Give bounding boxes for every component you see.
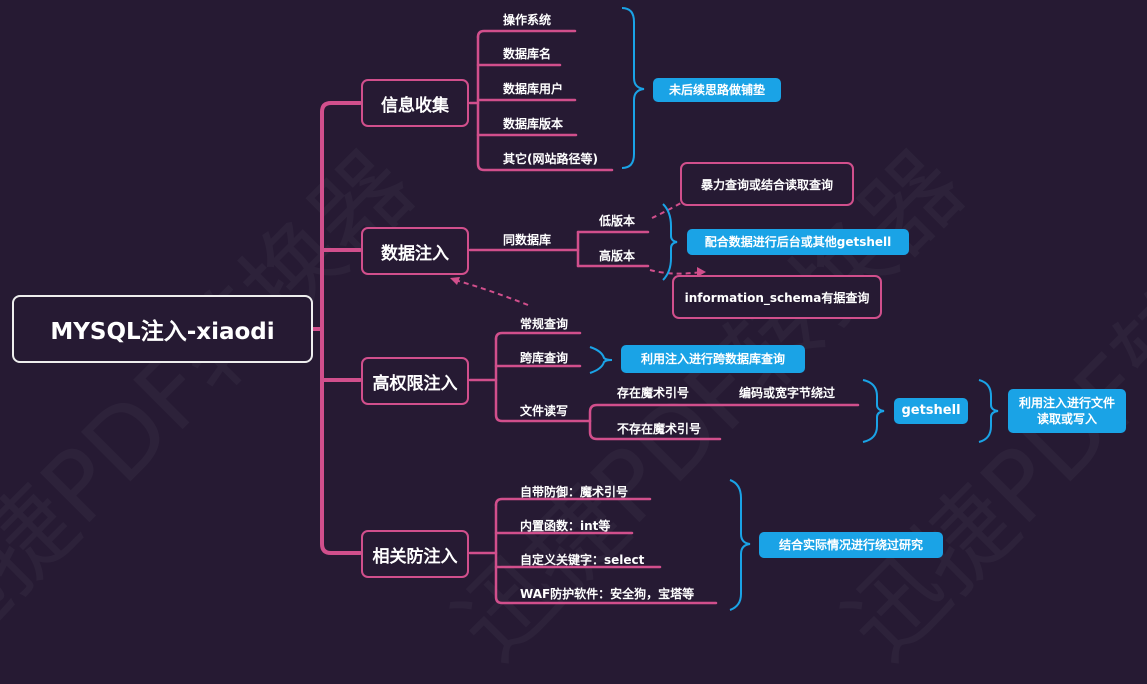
- branch-high-privilege-injection[interactable]: 高权限注入: [361, 357, 469, 405]
- leaf-normal-query[interactable]: 常规查询: [520, 317, 569, 331]
- connector-lines: [311, 7, 999, 611]
- note-cross-db[interactable]: 利用注入进行跨数据库查询: [621, 345, 805, 373]
- low-version-result[interactable]: 暴力查询或结合读取查询: [680, 162, 854, 206]
- leaf-builtin-functions[interactable]: 内置函数：int等: [520, 519, 611, 533]
- leaf-os[interactable]: 操作系统: [503, 13, 552, 27]
- high-version-result[interactable]: information_schema有据查询: [672, 275, 882, 319]
- leaf-magic-quotes-on[interactable]: 存在魔术引号: [617, 386, 690, 400]
- note-info[interactable]: 未后续思路做铺垫: [653, 78, 781, 102]
- leaf-magic-quotes-off[interactable]: 不存在魔术引号: [617, 422, 702, 436]
- note-file-rw[interactable]: 利用注入进行文件读取或写入: [1008, 389, 1126, 433]
- leaf-waf[interactable]: WAF防护软件：安全狗，宝塔等: [520, 587, 695, 601]
- getshell-tag[interactable]: getshell: [894, 398, 968, 424]
- branch-info-gathering[interactable]: 信息收集: [361, 79, 469, 127]
- branch-data-injection[interactable]: 数据注入: [361, 227, 469, 275]
- note-data[interactable]: 配合数据进行后台或其他getshell: [687, 229, 909, 255]
- leaf-other[interactable]: 其它(网站路径等): [503, 152, 598, 166]
- note-defense[interactable]: 结合实际情况进行绕过研究: [759, 532, 943, 558]
- leaf-bypass-encoding[interactable]: 编码或宽字节绕过: [739, 386, 836, 400]
- leaf-db-name[interactable]: 数据库名: [503, 47, 552, 61]
- branch-injection-defense[interactable]: 相关防注入: [361, 530, 469, 578]
- leaf-custom-keywords[interactable]: 自定义关键字：select: [520, 553, 645, 567]
- leaf-high-version[interactable]: 高版本: [599, 249, 636, 263]
- root-node[interactable]: MYSQL注入-xiaodi: [12, 295, 313, 363]
- leaf-db-user[interactable]: 数据库用户: [503, 82, 564, 96]
- leaf-file-rw[interactable]: 文件读写: [520, 404, 569, 418]
- leaf-low-version[interactable]: 低版本: [599, 214, 636, 228]
- leaf-builtin-defense[interactable]: 自带防御：魔术引号: [520, 485, 629, 499]
- leaf-same-db[interactable]: 同数据库: [503, 233, 552, 247]
- leaf-db-version[interactable]: 数据库版本: [503, 117, 564, 131]
- leaf-cross-db-query[interactable]: 跨库查询: [520, 351, 569, 365]
